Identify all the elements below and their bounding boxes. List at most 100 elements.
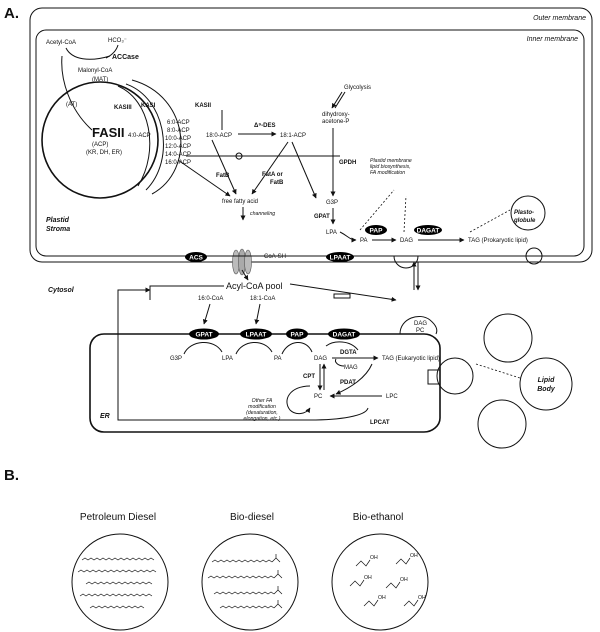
glycolysis-label: Glycolysis — [344, 85, 371, 91]
er-lipid-junction — [427, 369, 441, 385]
dagat-plastid-enzyme: DAGAT — [414, 225, 442, 235]
oh-label: OH — [418, 595, 426, 601]
svg-text:DAGAT: DAGAT — [417, 228, 440, 235]
acyl-coa-pool: Acyl-CoA pool — [226, 281, 283, 291]
svg-text:GPAT: GPAT — [195, 332, 212, 339]
ethanol-molecule — [395, 557, 411, 565]
ethanol-molecule — [349, 579, 365, 587]
lpcat-label: LPCAT — [370, 420, 390, 426]
hydrocarbon-chain — [85, 581, 153, 585]
svg-text:DAGAT: DAGAT — [333, 332, 356, 339]
panel-a-label: A. — [4, 5, 19, 22]
acs-enzyme: ACS — [185, 252, 207, 262]
ethanol-molecule — [403, 599, 419, 607]
fatb-label: FatB — [216, 173, 230, 179]
hydrocarbon-chain — [79, 593, 153, 597]
acp-18-0: 18:0-ACP — [206, 133, 232, 139]
dagat-er-enzyme: DAGAT — [328, 328, 360, 340]
er-label: ER — [100, 413, 110, 420]
small-bar — [333, 293, 351, 299]
kasii-label: KASII — [195, 103, 211, 109]
hydrocarbon-chain — [211, 559, 273, 563]
acp-chain-item: 16:0-ACP — [165, 160, 191, 166]
svg-text:LPAAT: LPAAT — [330, 255, 351, 262]
acp-chain-item: 12:0-ACP — [165, 144, 191, 150]
ester-group — [273, 586, 283, 595]
delta9-des-label: Δ⁹-DES — [254, 123, 276, 129]
acp-4-0: 4:0-ACP — [128, 133, 151, 139]
c18-coa: 18:1-CoA — [250, 296, 275, 302]
g3p-er: G3P — [170, 356, 182, 362]
outer-membrane-label: Outer membrane — [533, 15, 586, 22]
lpa-plastid: LPA — [326, 230, 337, 236]
kasiii-label: KASIII — [114, 105, 132, 111]
gpat-er-enzyme: GPAT — [189, 328, 219, 340]
pdat-label: PDAT — [340, 380, 356, 386]
lipid-body-top — [483, 313, 533, 363]
at-label: (AT) — [66, 102, 77, 108]
pc-er: PC — [314, 394, 323, 400]
oh-label: OH — [364, 575, 372, 581]
inner-membrane — [35, 29, 585, 257]
pa-er: PA — [274, 356, 282, 362]
fasii-label: FASII — [92, 125, 125, 140]
fuel-label-biodiesel: Bio-diesel — [230, 512, 274, 523]
dag-plastid: DAG — [400, 238, 413, 244]
hydrocarbon-chain — [219, 605, 275, 609]
hydrocarbon-chain — [207, 575, 275, 579]
outer-membrane — [29, 7, 593, 263]
hco3: HCO₃⁻ — [108, 38, 127, 44]
oh-label: OH — [378, 595, 386, 601]
acp-chain-item: 10:0-ACP — [165, 136, 191, 142]
gpat-plastid-label: GPAT — [314, 214, 330, 220]
accase-label: ACCase — [112, 54, 139, 61]
ethanol-molecule — [355, 559, 371, 567]
pa-plastid: PA — [360, 238, 368, 244]
oh-label: OH — [400, 577, 408, 583]
free-fatty-acid: free fatty acid — [222, 199, 258, 205]
oh-label: OH — [410, 553, 418, 559]
c16-coa: 16:0-CoA — [198, 296, 223, 302]
kasi-label: KASI — [141, 103, 156, 109]
cpt-label: CPT — [303, 374, 315, 380]
g3p-plastid: G3P — [326, 200, 338, 206]
lpc-label: LPC — [386, 394, 398, 400]
mat-label: (MAT) — [92, 77, 108, 83]
biodiesel-molecules — [207, 554, 283, 609]
acp-chain-list: 6:0-ACP 8:0-ACP 10:0-ACP 12:0-ACP 14:0-A… — [165, 120, 191, 166]
malonyl-coa: Malonyl-CoA — [78, 68, 112, 74]
fuel-label-bioethanol: Bio-ethanol — [353, 512, 404, 523]
ethanol-molecules: OH OH OH OH OH OH — [349, 553, 426, 607]
cytosol-label: Cytosol — [48, 287, 75, 294]
diesel-circle — [71, 533, 169, 631]
biodiesel-circle — [201, 533, 299, 631]
channel-protein — [232, 248, 252, 276]
dhap-label: dihydroxy-acetone-P — [322, 112, 350, 125]
gpdh-label: GPDH — [339, 160, 356, 166]
dgta-label: DGTA — [340, 350, 357, 356]
inner-membrane-label: Inner membrane — [527, 36, 578, 43]
dag-er: DAG — [314, 356, 327, 362]
er-membrane — [89, 333, 441, 433]
lipid-body-small — [436, 357, 474, 395]
kr-dh-er-label: (KR, DH, ER) — [86, 150, 122, 156]
acp-chain-item: 14:0-ACP — [165, 152, 191, 158]
oh-label: OH — [370, 555, 378, 561]
ester-group — [273, 600, 283, 609]
lipid-body-bottom — [477, 399, 527, 449]
lipid-body-main — [519, 357, 573, 411]
fasii-cycle — [41, 81, 159, 199]
ethanol-molecule — [385, 581, 401, 589]
ethanol-molecule — [363, 599, 379, 607]
plastoglobule — [510, 195, 546, 231]
acetyl-coa: Acetyl-CoA — [46, 40, 76, 46]
bioethanol-circle — [331, 533, 429, 631]
fatb2-label: FatB — [270, 180, 284, 186]
fata-or-label: FatA or — [262, 172, 283, 178]
acp-18-1: 18:1-ACP — [280, 133, 306, 139]
